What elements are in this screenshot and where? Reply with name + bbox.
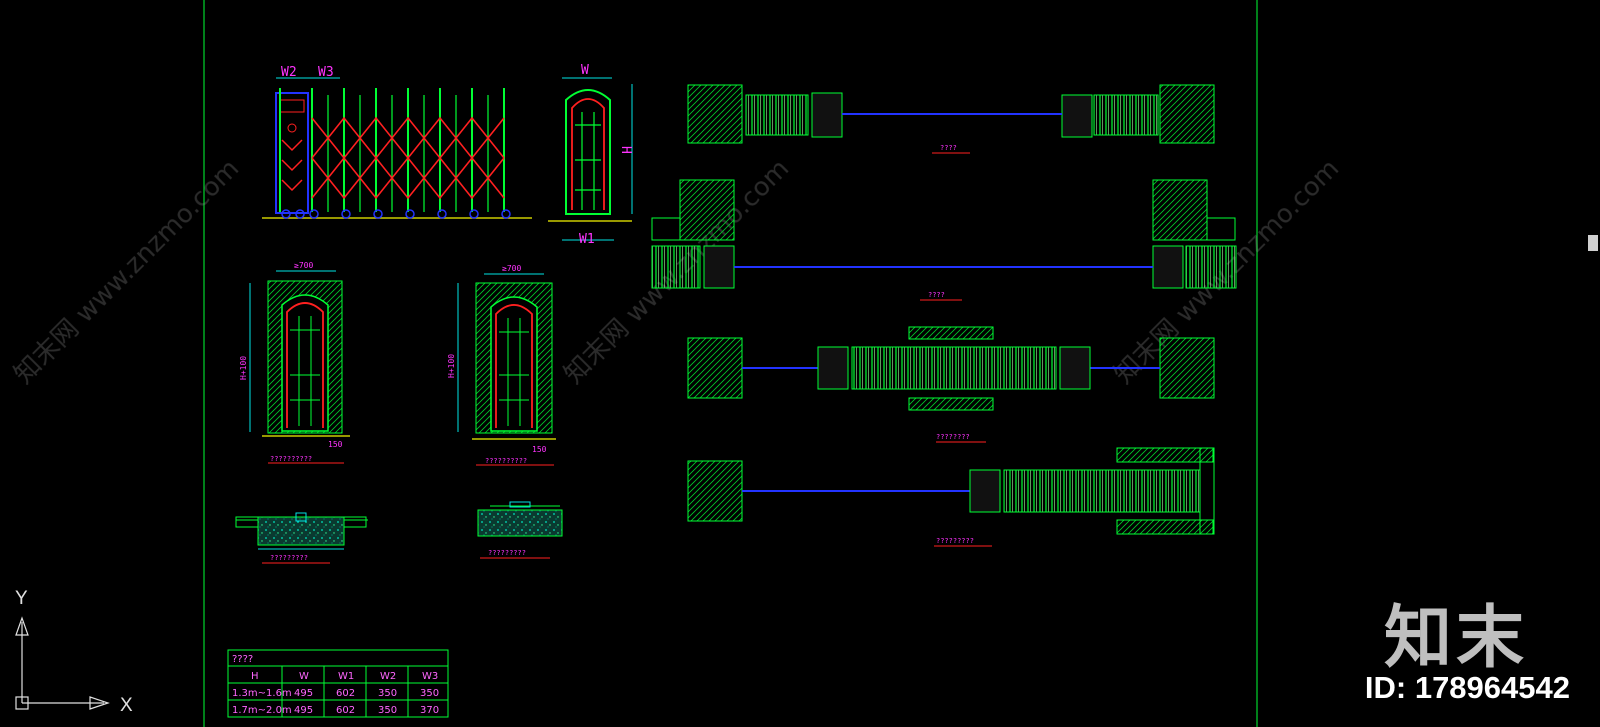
- plan-view-1: ????: [687, 84, 1215, 154]
- vertical-scrollbar-thumb[interactable]: [1588, 235, 1598, 251]
- table-cell: 602: [336, 688, 355, 699]
- table-header-w: W: [299, 671, 309, 682]
- table-cell: 350: [378, 705, 397, 716]
- plan-4-caption: ?????????: [936, 537, 974, 545]
- table-cell: 1.7m~2.0m: [232, 705, 292, 716]
- gate-elevation: W2 W3: [262, 65, 532, 219]
- table-header-h: H: [251, 671, 259, 682]
- axis-y-label: Y: [15, 588, 28, 609]
- opening-a-height: H+100: [239, 356, 248, 380]
- plan-view-2: ????: [651, 179, 1237, 301]
- dim-w3-label: W3: [318, 65, 334, 80]
- axis-x-label: X: [120, 695, 133, 716]
- plan-2-caption: ????: [928, 291, 945, 299]
- opening-b-caption: ??????????: [485, 457, 527, 465]
- table-cell: 602: [336, 705, 355, 716]
- opening-b-width: ≥700: [502, 264, 521, 273]
- ucs-axis-icon: [15, 616, 110, 710]
- table-cell: 370: [420, 705, 439, 716]
- table-header-w1: W1: [338, 671, 354, 682]
- opening-b-height: H+100: [447, 354, 456, 378]
- plan-1-caption: ????: [940, 144, 957, 152]
- gate-head-unit: [275, 92, 309, 214]
- plan-3-caption: ????????: [936, 433, 970, 441]
- table-cell: 1.3m~1.6m: [232, 688, 292, 699]
- svg-text:知末网 www.znzmo.com: 知末网 www.znzmo.com: [9, 154, 245, 390]
- foundation-b-caption: ?????????: [488, 549, 526, 557]
- table-cell: 350: [378, 688, 397, 699]
- table-title: ????: [232, 654, 253, 665]
- watermark-logo: 知末: [1383, 599, 1528, 678]
- foundation-section-b: ?????????: [477, 501, 563, 559]
- opening-detail-a: ≥700 H+100 150 ??????????: [239, 261, 350, 464]
- opening-b-base: 150: [532, 445, 547, 454]
- table-header-w2: W2: [380, 671, 396, 682]
- opening-a-width: ≥700: [294, 261, 313, 270]
- table-header-w3: W3: [422, 671, 438, 682]
- opening-a-caption: ??????????: [270, 455, 312, 463]
- foundation-a-caption: ?????????: [270, 554, 308, 562]
- foundation-section-a: ?????????: [235, 512, 368, 564]
- table-cell: 350: [420, 688, 439, 699]
- dim-h-label: H: [618, 146, 633, 154]
- dim-w2-label: W2: [281, 65, 297, 80]
- pillar-elevation: W H W1: [548, 63, 633, 247]
- opening-a-base: 150: [328, 440, 343, 449]
- watermark-id: ID: 178964542: [1364, 670, 1570, 705]
- table-cell: 495: [294, 688, 313, 699]
- opening-detail-b: ≥700 H+100 150 ??????????: [447, 264, 556, 466]
- dim-w1-label: W1: [579, 232, 595, 247]
- plan-view-4: ?????????: [687, 447, 1215, 547]
- plan-view-3: ????????: [687, 326, 1215, 443]
- dimension-table: ???? H W W1 W2 W3 1.3m~1.6m 495 602 350 …: [227, 649, 449, 718]
- dim-w-label: W: [581, 63, 589, 78]
- table-cell: 495: [294, 705, 313, 716]
